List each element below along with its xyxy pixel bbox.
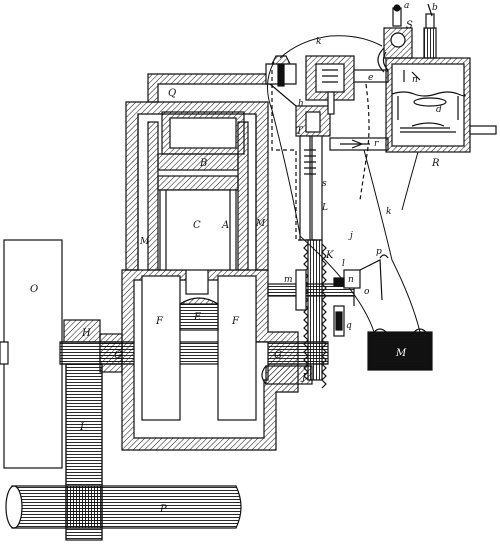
battery (367, 328, 433, 371)
label-s: s (322, 179, 327, 189)
label-P: P (159, 504, 167, 515)
label-H: H (81, 328, 91, 339)
label-M-right: M (255, 219, 266, 229)
label-A: A (221, 220, 229, 231)
timing-gear (303, 239, 327, 389)
label-B: B (199, 158, 207, 169)
label-F-left: F (155, 316, 164, 327)
label-j: j (348, 231, 353, 241)
label-O: O (30, 284, 38, 295)
label-e: e (368, 73, 373, 83)
cylinder (125, 101, 269, 271)
valve-assembly (265, 55, 355, 115)
label-h: h (298, 99, 304, 109)
label-d: d (436, 105, 442, 115)
label-a: a (404, 1, 409, 11)
fuel-inlet (377, 3, 437, 73)
label-E: E (193, 312, 202, 323)
label-I: I (79, 422, 85, 433)
contact-breaker (333, 254, 389, 337)
label-battery: M (395, 348, 407, 359)
label-M-left: M (139, 237, 150, 247)
diagram-labels: a b S k e n d Q h T r R B s L k C A M M … (30, 1, 442, 515)
countershaft (5, 485, 242, 529)
label-o: o (364, 287, 370, 297)
label-l: l (342, 259, 345, 269)
crank-web-right (217, 275, 257, 421)
label-n: n (348, 275, 354, 285)
label-C: C (193, 220, 201, 231)
crank-pin (179, 297, 219, 331)
label-S: S (406, 20, 413, 31)
label-n-tank: n (412, 75, 418, 85)
label-L: L (321, 203, 328, 213)
crank-web-left (141, 275, 181, 421)
label-T: T (296, 126, 304, 137)
flywheel (0, 239, 63, 469)
label-K: K (325, 250, 334, 261)
label-G-right: G (274, 350, 282, 361)
exhaust-port (261, 365, 313, 385)
bearing (63, 319, 101, 343)
label-b: b (432, 3, 438, 13)
label-Q: Q (168, 88, 176, 99)
cam-shaft (267, 269, 355, 311)
label-q: q (346, 321, 352, 331)
label-p: p (376, 247, 382, 257)
cylinder-head (147, 73, 271, 155)
piston (157, 175, 239, 271)
label-R: R (431, 158, 440, 169)
label-J: J (300, 373, 307, 383)
label-k-right: k (386, 207, 391, 217)
label-k-top: k (316, 37, 321, 47)
label-G-left: G (114, 350, 122, 361)
label-m: m (284, 275, 293, 285)
label-r: r (374, 139, 379, 149)
valve-plate (157, 153, 239, 171)
carburettor-tank (385, 57, 497, 153)
label-F-right: F (231, 316, 240, 327)
